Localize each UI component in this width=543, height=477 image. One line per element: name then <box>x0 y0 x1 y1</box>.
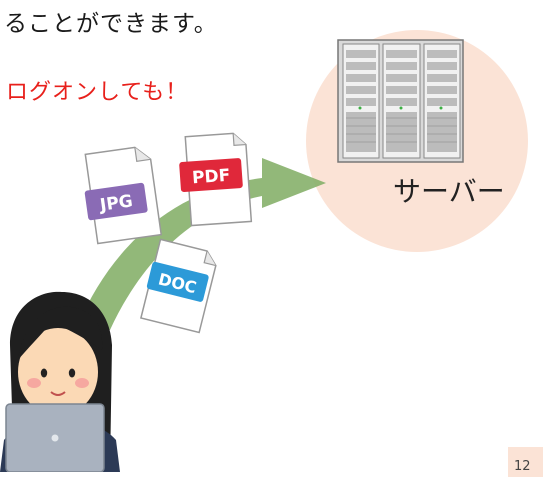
person-with-laptop-icon <box>0 291 120 472</box>
highlight-text: ログオンしても！ <box>6 80 189 105</box>
doc-file-icon: DOC <box>140 238 217 334</box>
pdf-label: PDF <box>191 166 230 189</box>
jpg-file-icon: JPG <box>84 146 163 245</box>
pdf-file-icon: PDF <box>179 132 253 227</box>
upload-arrow <box>78 158 326 330</box>
server-label: サーバー <box>393 175 505 208</box>
server-rack-icon <box>337 39 464 163</box>
jpg-label: JPG <box>98 191 134 216</box>
page-number: 12 <box>508 447 543 477</box>
instruction-text: ることができます。 <box>4 11 218 37</box>
